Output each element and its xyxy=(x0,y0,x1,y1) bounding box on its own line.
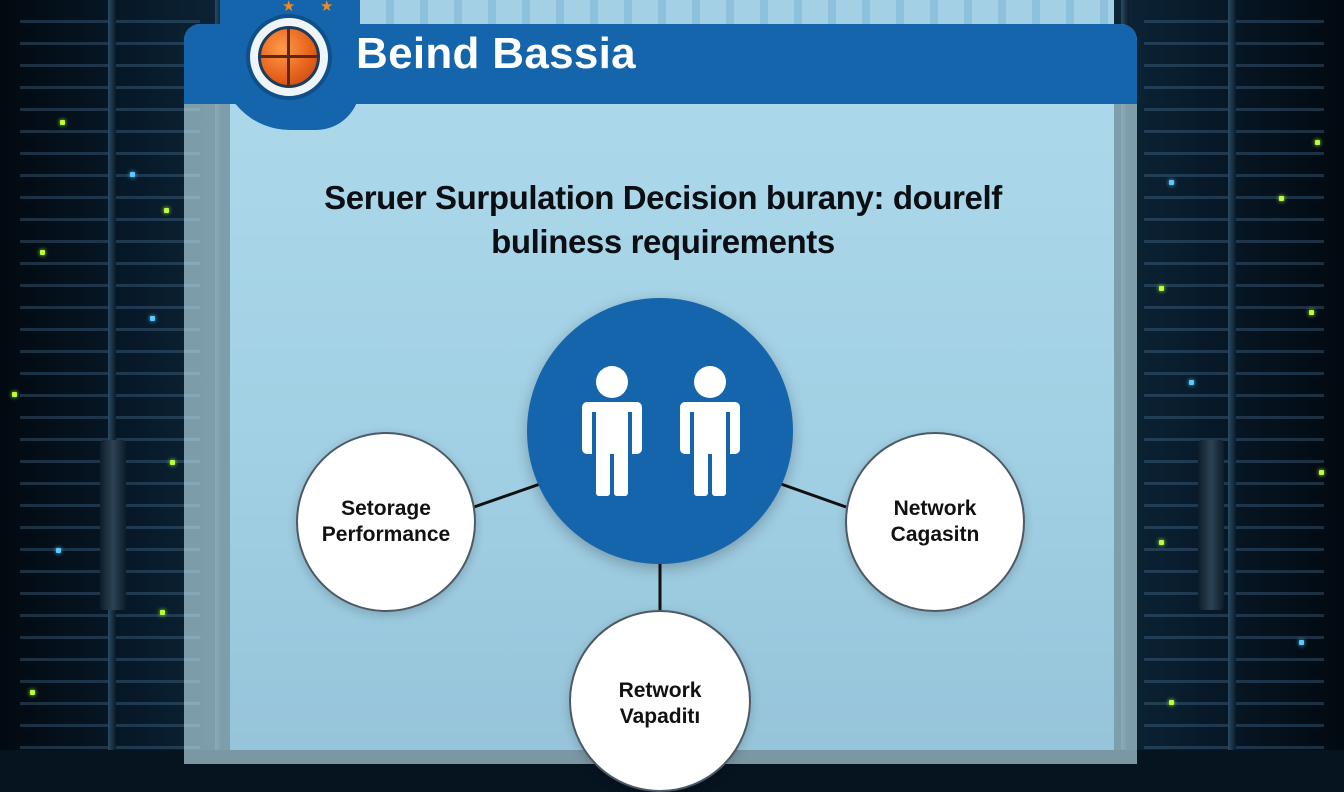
heading-line-1: Seruer Surpulation Decision burany: dour… xyxy=(324,179,1002,216)
connector-left xyxy=(473,482,541,509)
status-led xyxy=(1159,540,1164,545)
status-led xyxy=(1299,640,1304,645)
status-led xyxy=(1169,180,1174,185)
status-led xyxy=(30,690,35,695)
status-led xyxy=(130,172,135,177)
rack-edge-left xyxy=(108,0,116,750)
status-led xyxy=(1169,700,1174,705)
status-led xyxy=(160,610,165,615)
rack-handle-right xyxy=(1198,440,1224,610)
requirements-diagram: Setorage Performance Network Cagasitn Re… xyxy=(296,298,1025,792)
two-people-icon xyxy=(582,366,740,496)
brand-title: Beind Bassia xyxy=(356,29,636,78)
node-network-bottom: Retwork Vapaditı xyxy=(569,610,751,792)
status-led xyxy=(170,460,175,465)
rack-edge-right xyxy=(1228,0,1236,750)
status-led xyxy=(1189,380,1194,385)
status-led xyxy=(150,316,155,321)
node-storage-performance: Setorage Performance xyxy=(296,432,476,612)
center-node xyxy=(527,298,793,564)
node-label: Setorage xyxy=(341,497,431,520)
connector-lines xyxy=(473,482,847,611)
basketball-logo-icon xyxy=(258,26,320,88)
heading-line-2: buliness requirements xyxy=(491,223,835,260)
status-led xyxy=(1319,470,1324,475)
status-led xyxy=(60,120,65,125)
star-icon: ★ xyxy=(282,0,296,15)
node-label: Cagasitn xyxy=(890,523,980,546)
page-heading: Seruer Surpulation Decision burany: dour… xyxy=(250,176,1076,264)
node-network-capacity: Network Cagasitn xyxy=(845,432,1025,612)
node-label: Retwork xyxy=(618,679,702,702)
status-led xyxy=(40,250,45,255)
status-led xyxy=(1159,286,1164,291)
status-led xyxy=(164,208,169,213)
status-led xyxy=(1279,196,1284,201)
status-led xyxy=(1309,310,1314,315)
right-server-rack xyxy=(1114,0,1344,750)
rack-handle-left xyxy=(100,440,126,610)
node-label: Vapaditı xyxy=(619,705,701,728)
status-led xyxy=(56,548,61,553)
node-label: Performance xyxy=(321,523,451,546)
status-led xyxy=(1315,140,1320,145)
connector-right xyxy=(780,482,847,509)
node-label: Network xyxy=(893,497,977,520)
status-led xyxy=(12,392,17,397)
star-icon: ★ xyxy=(320,0,334,15)
